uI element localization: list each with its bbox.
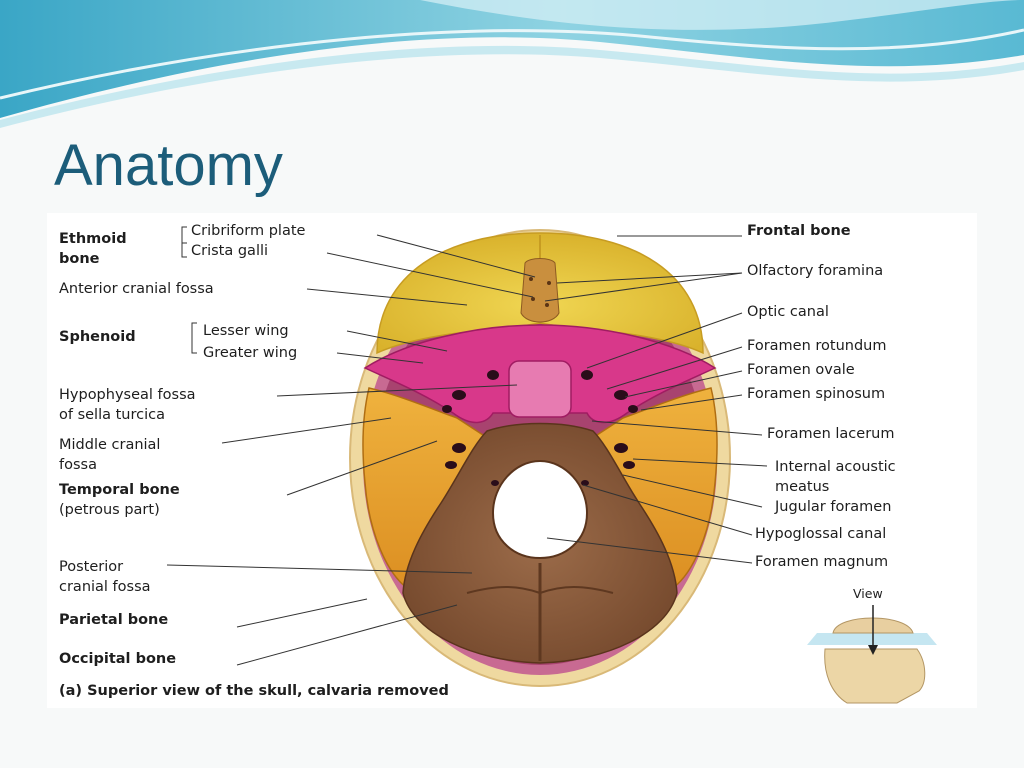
label-crista-galli: Crista galli [191,243,269,259]
label-hypoglossal-canal: Hypoglossal canal [755,526,887,542]
label-petrous-part: (petrous part) [59,502,160,518]
label-foramen-rotundum: Foramen rotundum [747,338,887,354]
label-hypophyseal-fossa: Hypophyseal fossa of sella turcica [59,387,196,423]
leader-lines-right [544,235,768,564]
slide-title: Anatomy [54,133,283,198]
skull-illustration [166,226,937,704]
optic-canal-shape [487,370,499,380]
label-view: View [853,586,883,601]
skull-base-diagram: Ethmoid bone Cribriform plate Crista gal… [47,213,977,708]
header-wave-decoration [0,0,1024,128]
label-ethmoid-bone: Ethmoid bone [59,231,127,267]
label-posterior-cranial-fossa: Posterior cranial fossa [59,559,151,595]
label-jugular-foramen: Jugular foramen [775,499,892,515]
label-sphenoid: Sphenoid [59,329,136,345]
label-anterior-cranial-fossa: Anterior cranial fossa [59,281,214,297]
leader-lines-left [166,226,536,666]
label-parietal-bone: Parietal bone [59,612,169,628]
label-frontal-bone: Frontal bone [747,223,851,239]
ethmoid-shape [520,258,560,323]
label-olfactory-foramina: Olfactory foramina [747,263,884,279]
label-occipital-bone: Occipital bone [59,651,177,667]
sella-turcica-shape [508,360,572,418]
foramen-magnum-shape [491,459,589,560]
label-cribriform-plate: Cribriform plate [191,223,306,239]
label-lesser-wing: Lesser wing [203,323,289,339]
label-optic-canal: Optic canal [747,304,829,320]
label-greater-wing: Greater wing [203,345,298,361]
label-internal-acoustic-meatus: Internal acoustic meatus [775,459,896,495]
figure-caption: (a) Superior view of the skull, calvaria… [59,683,449,699]
label-foramen-spinosum: Foramen spinosum [747,386,886,402]
label-middle-cranial-fossa: Middle cranial fossa [59,437,161,473]
label-foramen-lacerum: Foramen lacerum [767,426,895,442]
label-temporal-bone: Temporal bone [59,482,180,498]
label-foramen-ovale: Foramen ovale [747,362,855,378]
label-foramen-magnum: Foramen magnum [755,554,889,570]
view-inset [807,605,937,704]
